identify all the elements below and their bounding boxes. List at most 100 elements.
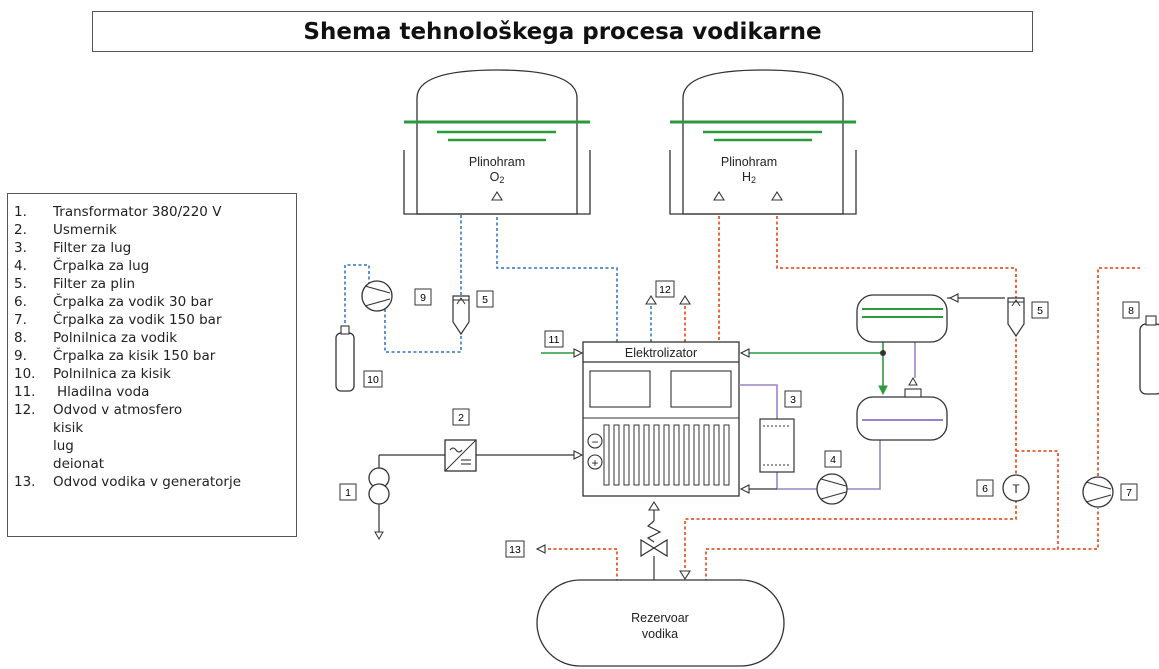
junction-dot: [880, 350, 886, 356]
tag-2-label: 2: [458, 412, 464, 424]
legend-num: 10.: [14, 366, 36, 382]
legend-num: 1.: [14, 204, 27, 220]
power-feed-arrow: [573, 450, 584, 460]
electrolyzer-separator-right: [670, 370, 732, 408]
transformer: [368, 454, 578, 541]
cooling-water-arrow: [573, 348, 584, 358]
legend: 1. Transformator 380/220 V 2. Usmernik 3. F…: [7, 193, 297, 537]
tag-4-label: 4: [830, 454, 836, 466]
tag-12-label: 12: [659, 284, 671, 296]
h2-line-generators: [537, 548, 618, 582]
gasholder-o2-label: Plinohram: [469, 155, 525, 169]
tag-13-label: 13: [509, 544, 521, 556]
legend-text: Odvod vodika v generatorje: [53, 474, 242, 490]
legend-num: 13.: [14, 474, 36, 490]
tag-7-label: 7: [1126, 487, 1132, 499]
gasholder-h2: Plinohram H2: [669, 69, 857, 215]
separator-tank-lower: [856, 376, 948, 441]
tag-5-hydrogen: 5: [1031, 301, 1049, 319]
legend-text: kisik: [53, 420, 84, 436]
hydrogen-piping: [537, 205, 1140, 582]
legend-text: Usmernik: [53, 222, 117, 238]
hydrogen-pump-150bar: [1082, 476, 1114, 508]
tag-1: 1: [339, 483, 357, 501]
legend-text: Črpalka za vodik 30 bar: [53, 294, 213, 310]
oxygen-piping: [344, 205, 652, 353]
h2-line-pump150: [1016, 450, 1099, 550]
legend-num: 11.: [14, 384, 36, 400]
legend-num: 7.: [14, 312, 27, 328]
legend-text: Filter za lug: [53, 240, 132, 256]
vent-arrow-oxygen: [645, 294, 657, 305]
hydrogen-pump-30bar: T: [1002, 474, 1030, 502]
lye-line-pump: [776, 472, 817, 490]
tag-5-oxygen-label: 5: [482, 294, 488, 306]
gasholder-o2: Plinohram O2: [403, 69, 591, 215]
tag-8: 8: [1122, 301, 1140, 319]
gas-filter-h2: [1007, 297, 1025, 338]
legend-num: 12.: [14, 402, 36, 418]
tag-4: 4: [824, 450, 842, 468]
legend-num: 5.: [14, 276, 27, 292]
gasholder-o2-element: O: [490, 170, 500, 184]
legend-text: Črpalka za vodik 150 bar: [53, 312, 222, 328]
o2-line-to-holder: [496, 205, 618, 342]
oxygen-cylinder: [335, 325, 355, 392]
legend-text: Filter za plin: [53, 276, 136, 292]
tag-7: 7: [1120, 483, 1138, 501]
electrolyzer-inlet-arrow: [648, 500, 660, 511]
lye-line-tank: [847, 438, 881, 490]
tag-3-label: 3: [790, 394, 796, 406]
legend-num: 3.: [14, 240, 27, 256]
h2-line-station: [1097, 267, 1140, 476]
tag-12: 12: [655, 280, 675, 298]
electrolyzer-minus-terminal: [587, 433, 603, 449]
tag-13: 13: [505, 540, 525, 558]
electrolyzer-separator-left: [589, 370, 651, 408]
tag-10-label: 10: [367, 374, 379, 386]
legend-text: lug: [53, 438, 74, 454]
lye-return-arrow: [739, 484, 750, 494]
hydrogen-cylinder: [1139, 315, 1159, 395]
polarity-plus: +: [591, 456, 598, 470]
gasholder-h2-formula: H2: [742, 170, 756, 185]
legend-text: Transformator 380/220 V: [53, 204, 222, 220]
gasholder-h2-label: Plinohram: [721, 155, 777, 169]
gasholder-h2-element: H: [742, 170, 751, 184]
legend-text: Polnilnica za vodik: [53, 330, 178, 346]
gas-filter-o2: [452, 295, 470, 336]
tag-11: 11: [544, 330, 564, 348]
vent-arrow-hydrogen: [679, 294, 691, 305]
legend-num: 9.: [14, 348, 27, 364]
legend-num: 4.: [14, 258, 27, 274]
reservoir-label-1: Rezervoar: [631, 611, 689, 625]
tag-8-label: 8: [1128, 305, 1134, 317]
electrolyzer-cells: [603, 424, 730, 486]
legend-text: deionat: [53, 456, 105, 472]
oxygen-pump: [361, 280, 393, 312]
title-box: Shema tehnološkega procesa vodikarne: [92, 11, 1033, 52]
safety-valve: [640, 510, 668, 582]
pump-t-symbol: T: [1012, 482, 1020, 496]
electrolyzer-return-arrow: [739, 348, 750, 358]
legend-text: Črpalka za lug: [53, 258, 150, 274]
legend-text: Odvod v atmosfero: [53, 402, 183, 418]
tag-10: 10: [363, 370, 383, 388]
reservoir-label-2: vodika: [642, 627, 678, 641]
h2-line-filter: [776, 205, 1017, 298]
tag-5-oxygen: 5: [476, 290, 494, 308]
tag-6: 6: [976, 479, 994, 497]
electrolyzer: Elektrolizator − +: [582, 341, 740, 511]
gasholder-o2-formula: O2: [490, 170, 505, 185]
polarity-minus: −: [591, 435, 598, 449]
green-line-top-tank: [745, 342, 884, 354]
gasholder-o2-sub: 2: [499, 175, 504, 185]
lye-line-filter: [739, 384, 778, 419]
legend-num: 2.: [14, 222, 27, 238]
tag-1-label: 1: [345, 487, 351, 499]
tag-3: 3: [784, 390, 802, 408]
electrolyzer-plus-terminal: [587, 454, 603, 470]
gasholder-h2-sub: 2: [751, 175, 756, 185]
rectifier: [444, 439, 477, 472]
